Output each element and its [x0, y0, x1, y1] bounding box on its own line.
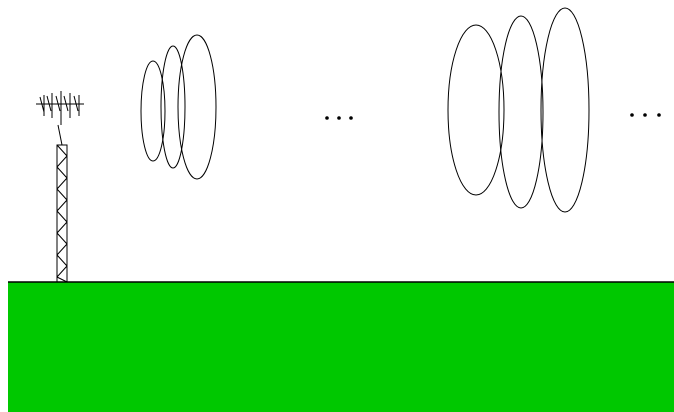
antenna-tower-icon — [36, 91, 84, 282]
ellipse-wave-icon — [499, 16, 543, 208]
ellipse-wave-icon — [448, 25, 504, 195]
antenna-array-icon — [36, 91, 84, 145]
ground — [8, 282, 674, 412]
wave-group-near — [141, 35, 216, 179]
wave-group-far — [448, 8, 589, 212]
ellipse-wave-icon — [541, 8, 589, 212]
ellipse-wave-icon — [178, 35, 216, 179]
lattice-mast-icon — [57, 145, 67, 282]
ellipsis-icon — [630, 113, 661, 117]
ellipsis-icon — [325, 116, 353, 120]
